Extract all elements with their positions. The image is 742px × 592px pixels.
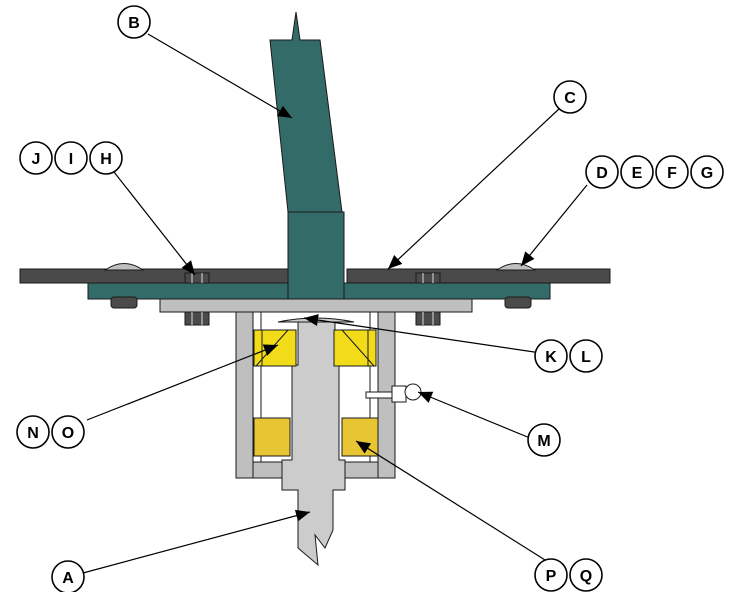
callout-a: A bbox=[51, 560, 85, 592]
deck-plate-right bbox=[346, 268, 611, 284]
callout-ring-f bbox=[655, 155, 689, 189]
callout-ring-k bbox=[534, 339, 568, 373]
leader-no-line bbox=[86, 344, 279, 421]
callout-d: D bbox=[585, 155, 619, 189]
callout-ring-o bbox=[51, 415, 85, 449]
hex-nut-plate-left bbox=[184, 311, 210, 326]
callout-label-a: A bbox=[62, 570, 74, 587]
callout-b: B bbox=[117, 5, 151, 39]
callout-label-d: D bbox=[596, 165, 608, 182]
bearing-upper-right bbox=[333, 329, 377, 367]
bearing-upper-left bbox=[253, 329, 297, 367]
bearing-lower-right bbox=[341, 417, 379, 457]
leader-h-line bbox=[113, 171, 196, 276]
callout-label-i: I bbox=[69, 151, 73, 168]
leader-b-line bbox=[147, 33, 293, 119]
callout-c: C bbox=[553, 80, 587, 114]
callout-f: F bbox=[655, 155, 689, 189]
leader-kl-arrowhead bbox=[304, 314, 319, 326]
callout-label-e: E bbox=[632, 165, 643, 182]
leader-h-arrowhead bbox=[181, 260, 195, 275]
callout-ring-g bbox=[690, 155, 724, 189]
leader-no-arrowhead bbox=[262, 344, 278, 356]
dome-bolt-right bbox=[495, 263, 537, 271]
callout-ring-j bbox=[19, 141, 53, 175]
nut-under-right bbox=[504, 296, 532, 309]
callout-ring-b bbox=[117, 5, 151, 39]
callout-label-p: P bbox=[546, 568, 557, 585]
callout-g: G bbox=[690, 155, 724, 189]
leader-m-arrowhead bbox=[418, 391, 434, 403]
leader-a-arrowhead bbox=[294, 509, 310, 522]
callout-ring-q bbox=[569, 558, 603, 592]
callout-label-j: J bbox=[32, 151, 41, 168]
callout-ring-e bbox=[620, 155, 654, 189]
callout-label-n: N bbox=[27, 425, 39, 442]
callout-bubbles: A B C D E F G H I J K L M N O P Q bbox=[16, 5, 724, 592]
nut-under-left bbox=[110, 296, 138, 309]
hex-nut-deck-right bbox=[415, 272, 441, 284]
callout-label-g: G bbox=[701, 165, 713, 182]
callout-label-b: B bbox=[128, 15, 140, 32]
callout-h: H bbox=[89, 141, 123, 175]
callout-q: Q bbox=[569, 558, 603, 592]
callout-n: N bbox=[16, 415, 50, 449]
callout-ring-d bbox=[585, 155, 619, 189]
callout-ring-c bbox=[553, 80, 587, 114]
callout-label-l: L bbox=[581, 349, 591, 366]
callout-ring-a bbox=[51, 560, 85, 592]
hex-nut-plate-right bbox=[415, 311, 441, 326]
callout-label-c: C bbox=[564, 90, 576, 107]
callout-ring-h bbox=[89, 141, 123, 175]
leader-lines bbox=[82, 33, 588, 574]
leader-c-arrowhead bbox=[388, 255, 403, 269]
callout-label-h: H bbox=[100, 151, 112, 168]
leader-kl-line bbox=[303, 317, 542, 354]
callout-e: E bbox=[620, 155, 654, 189]
housing-wall-left bbox=[235, 311, 254, 479]
callout-i: I bbox=[54, 141, 88, 175]
callout-label-q: Q bbox=[580, 568, 592, 585]
callout-label-k: K bbox=[545, 349, 557, 366]
callout-p: P bbox=[534, 558, 568, 592]
base-plate bbox=[159, 298, 473, 313]
leader-pq-line bbox=[355, 440, 554, 566]
callout-label-m: M bbox=[537, 433, 550, 450]
deck-plate-left bbox=[19, 268, 289, 284]
leader-defg-line bbox=[520, 184, 588, 267]
callout-m: M bbox=[527, 423, 561, 457]
callout-ring-m bbox=[527, 423, 561, 457]
callout-label-o: O bbox=[62, 425, 74, 442]
leader-a-line bbox=[82, 511, 311, 574]
grease-fitting bbox=[365, 383, 422, 403]
callout-label-f: F bbox=[667, 165, 677, 182]
spindle bbox=[281, 321, 346, 567]
leader-pq-arrowhead bbox=[356, 441, 372, 454]
dome-bolt-left bbox=[103, 263, 145, 271]
callout-j: J bbox=[19, 141, 53, 175]
leader-b-arrowhead bbox=[276, 105, 292, 118]
leader-c-line bbox=[387, 107, 561, 270]
bearing-lower-left bbox=[253, 417, 291, 457]
callout-ring-l bbox=[569, 339, 603, 373]
callout-k: K bbox=[534, 339, 568, 373]
callout-ring-i bbox=[54, 141, 88, 175]
callout-ring-p bbox=[534, 558, 568, 592]
callout-o: O bbox=[51, 415, 85, 449]
callout-l: L bbox=[569, 339, 603, 373]
hex-nut-deck-left bbox=[184, 272, 210, 284]
leader-defg-arrowhead bbox=[521, 251, 535, 266]
leader-m-line bbox=[417, 391, 531, 439]
shaft-collar bbox=[287, 211, 345, 300]
callout-ring-n bbox=[16, 415, 50, 449]
